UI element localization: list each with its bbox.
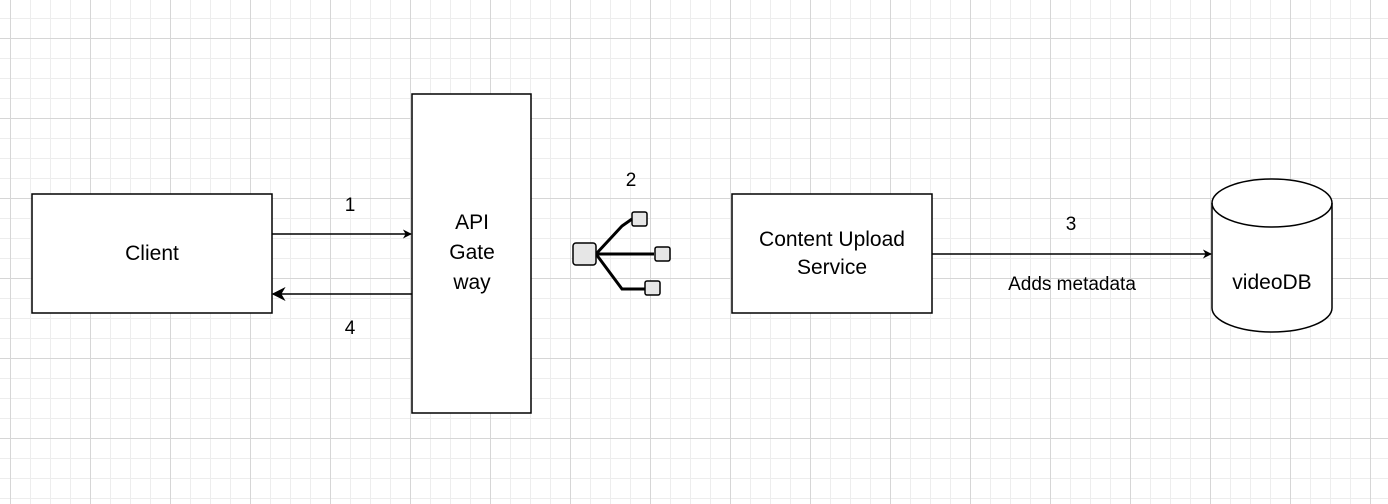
api-gateway-label-line-1: API: [455, 211, 489, 234]
edge-3-label: 3: [1066, 214, 1077, 235]
api-gateway-node[interactable]: API Gate way: [411, 93, 532, 414]
client-label: Client: [125, 242, 179, 265]
edge-client-to-gateway[interactable]: 1: [272, 195, 412, 239]
edge-3-sublabel: Adds metadata: [1008, 274, 1136, 295]
queue-label: 2: [626, 170, 637, 191]
edge-1-label: 1: [345, 195, 356, 216]
api-gateway-label-line-2: Gate: [449, 241, 495, 264]
content-upload-service-label-line-2: Service: [797, 256, 867, 279]
edge-4-label: 4: [345, 318, 356, 339]
client-node[interactable]: Client: [31, 193, 273, 314]
content-upload-service-node[interactable]: Content Upload Service: [731, 193, 933, 314]
edge-service-to-db[interactable]: 3 Adds metadata: [932, 214, 1212, 295]
edge-gateway-to-client[interactable]: 4: [271, 287, 412, 339]
videodb-node[interactable]: videoDB: [1211, 178, 1333, 333]
hierarchy-branch-icon[interactable]: [572, 211, 671, 296]
content-upload-service-label-line-1: Content Upload: [759, 228, 905, 251]
videodb-label: videoDB: [1232, 271, 1311, 294]
api-gateway-label-line-3: way: [452, 271, 491, 294]
